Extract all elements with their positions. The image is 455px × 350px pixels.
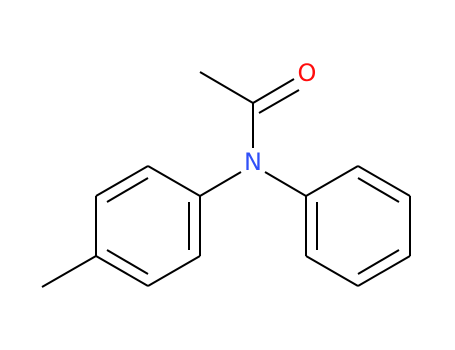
tolyl-bond-3 xyxy=(95,255,149,287)
acetyl-group xyxy=(199,71,300,148)
tolyl-double-2 xyxy=(106,249,149,275)
tolyl-bond-2 xyxy=(147,255,201,287)
bond-tolyl-methyl xyxy=(41,255,97,288)
phenyl-ring xyxy=(305,165,411,287)
phenyl-bond-1 xyxy=(305,165,359,197)
phenyl-double-1 xyxy=(357,177,400,203)
phenyl-bond-5 xyxy=(305,255,359,287)
tolyl-bond-5 xyxy=(95,165,149,197)
nitrogen-atom-label: N xyxy=(244,148,262,176)
bond-carbonyl-oxygen xyxy=(252,78,295,104)
tolyl-double-3 xyxy=(106,177,149,203)
tolyl-ring xyxy=(95,165,201,287)
oxygen-atom-label: O xyxy=(298,59,317,87)
tolyl-bond-6 xyxy=(147,165,201,197)
bond-methyl-carbonyl xyxy=(199,71,254,104)
phenyl-double-2 xyxy=(357,249,400,275)
phenyl-bond-2 xyxy=(357,165,411,197)
bond-carbonyl-oxygen-double xyxy=(258,89,300,114)
bond-nitrogen-phenyl xyxy=(264,171,307,197)
phenyl-bond-4 xyxy=(357,255,411,287)
bond-nitrogen-tolyl xyxy=(199,171,242,197)
